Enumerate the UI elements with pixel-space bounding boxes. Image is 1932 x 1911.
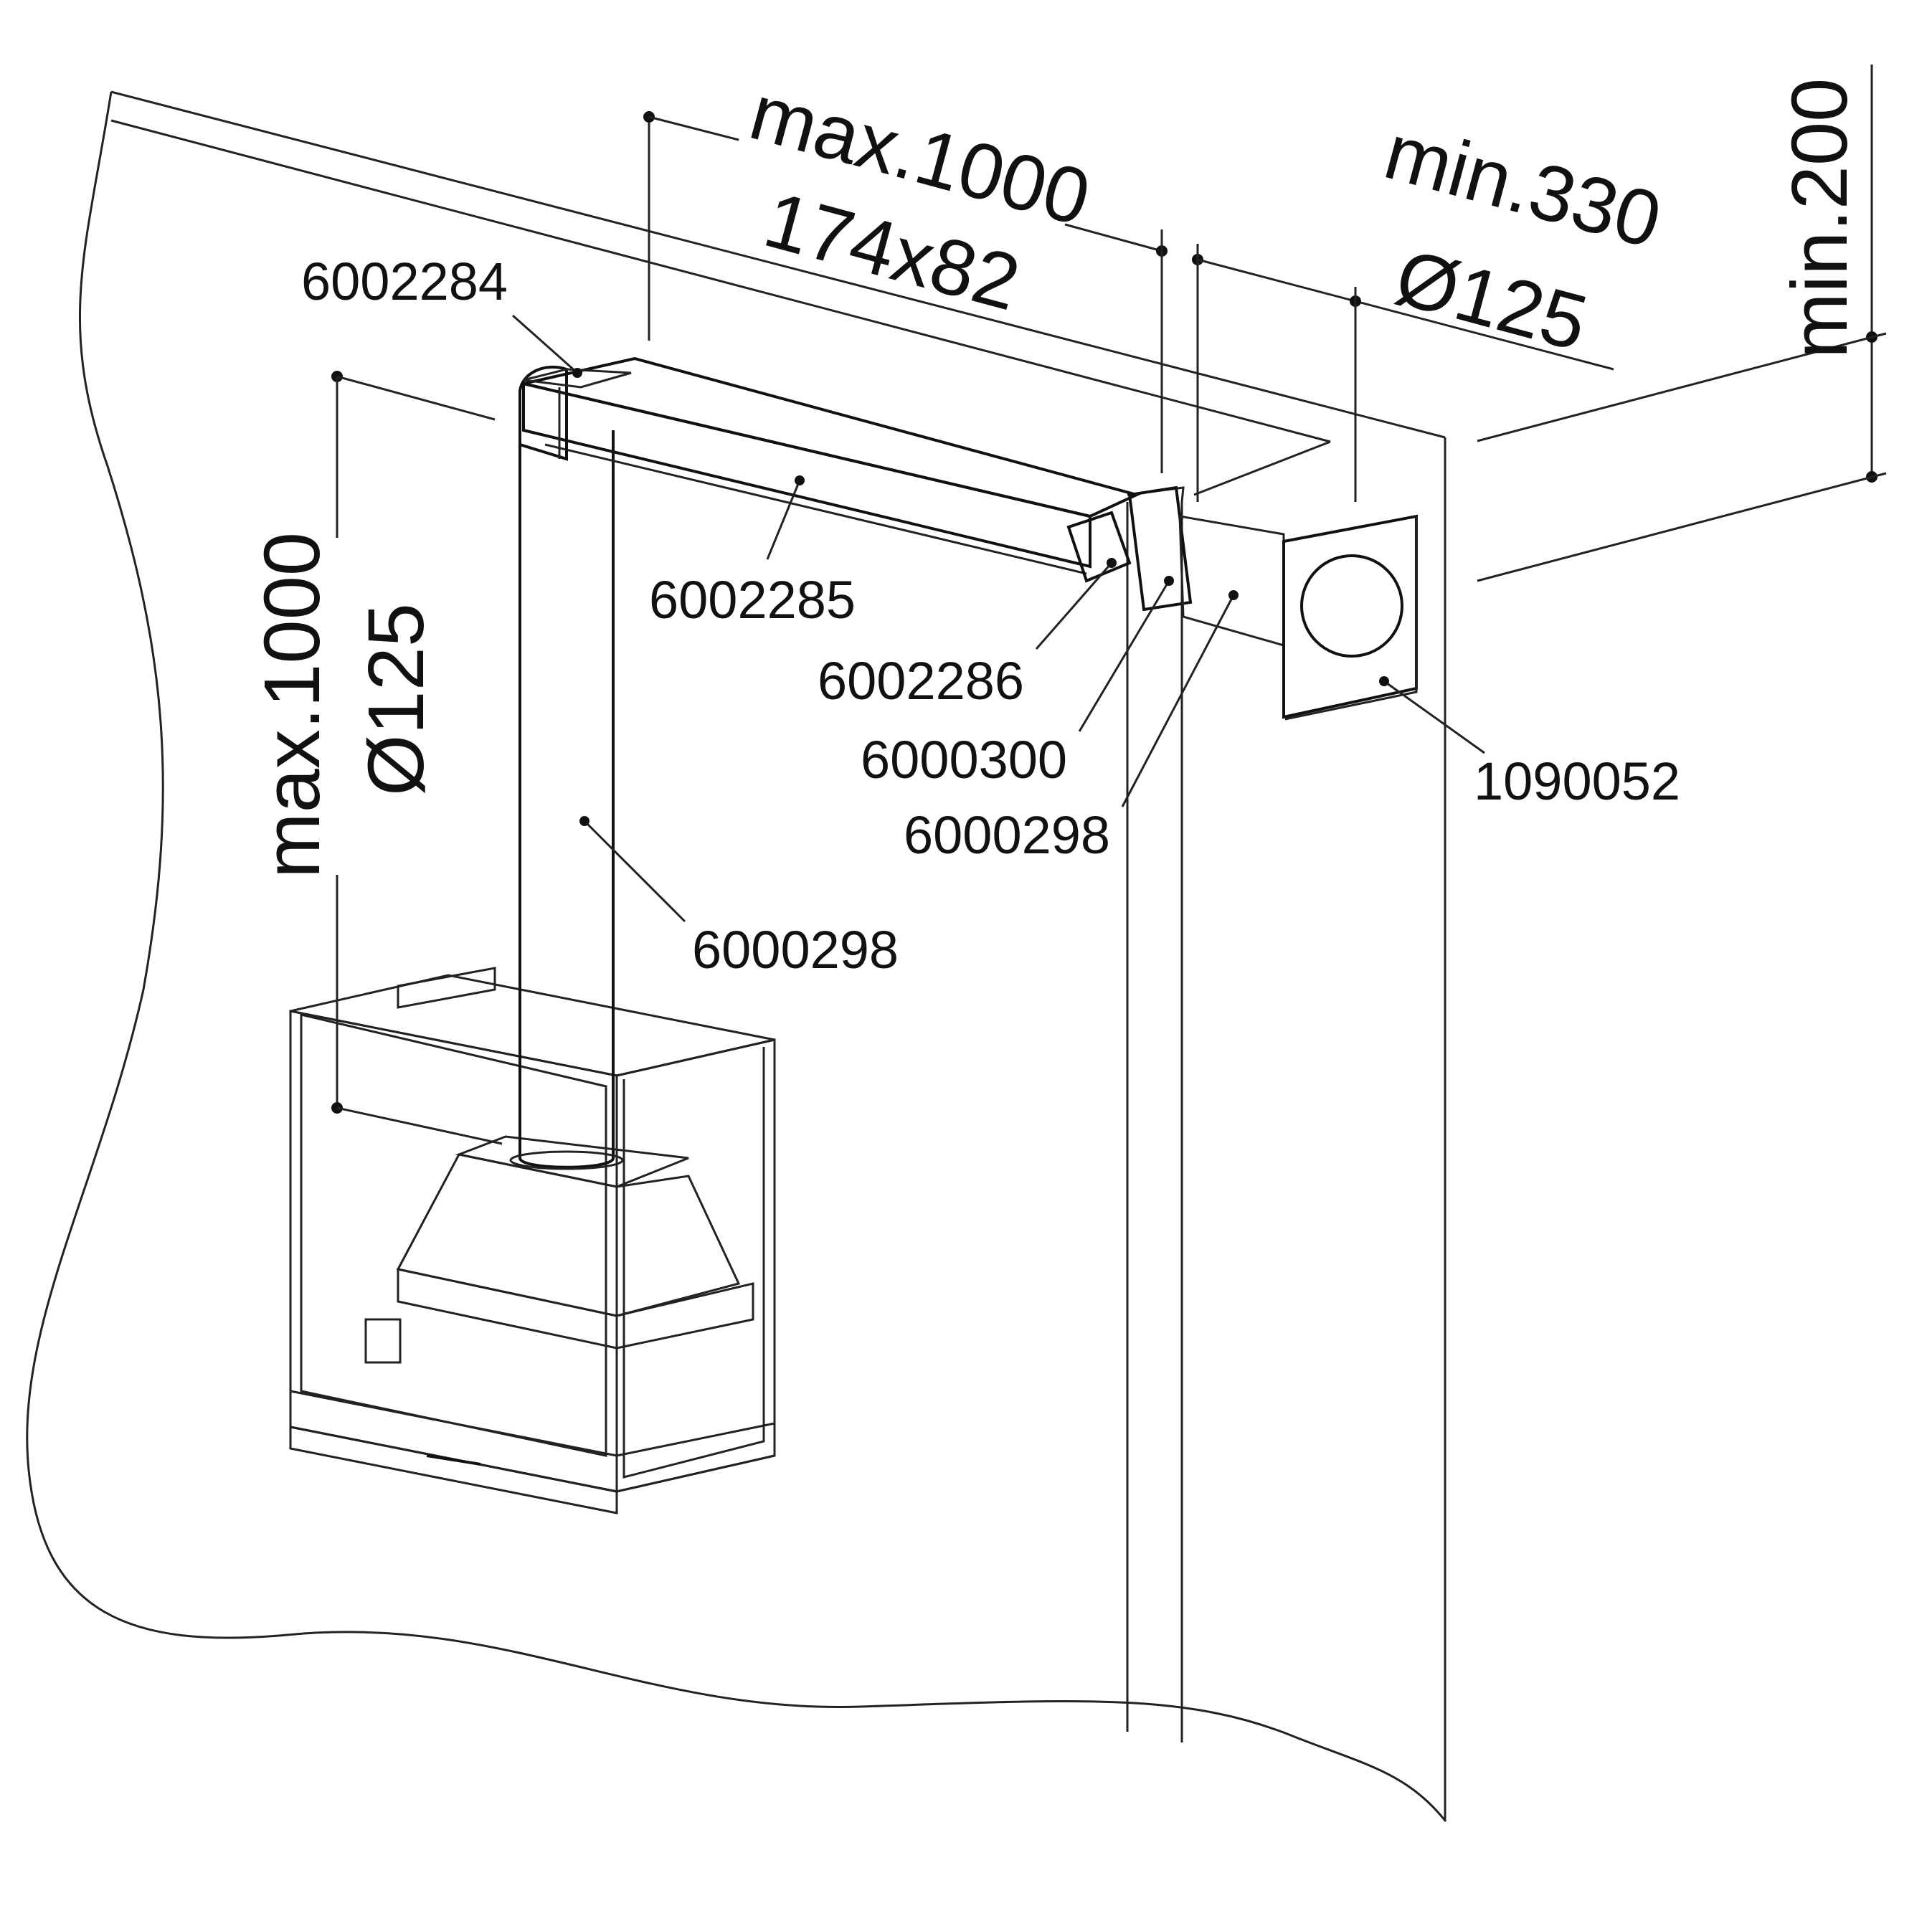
label-round-elbow: 6000300 bbox=[861, 730, 1067, 789]
label-wall-outlet: 1090052 bbox=[1474, 751, 1680, 811]
dim-top-clearance: min.200 bbox=[1776, 78, 1864, 359]
leader-lines bbox=[512, 314, 1485, 923]
cooker-hood bbox=[364, 1135, 754, 1364]
wall-outlet bbox=[1282, 514, 1418, 721]
ceiling-return-edge bbox=[1193, 440, 1331, 496]
label-vertical-pipe: 6000298 bbox=[692, 920, 899, 980]
flat-elbow bbox=[518, 365, 632, 461]
label-flat-duct: 6002285 bbox=[649, 570, 856, 630]
kitchen-cabinet bbox=[289, 967, 776, 1514]
dim-wall-diameter: Ø125 bbox=[1387, 232, 1596, 367]
wall-column bbox=[1126, 486, 1185, 1742]
part-labels: 6002284 6002285 6002286 6000300 6000298 … bbox=[301, 252, 1680, 980]
room-outline bbox=[26, 90, 1447, 1822]
flat-duct bbox=[522, 356, 1141, 575]
dim-vertical-length: max.1000 bbox=[248, 532, 336, 878]
wall-left-wavy-edge bbox=[26, 91, 1447, 1822]
ceiling-back-edge bbox=[110, 90, 1446, 439]
ceiling-front-edge bbox=[110, 119, 1331, 443]
dim-vertical-diameter: Ø125 bbox=[352, 603, 440, 796]
label-wall-pipe: 6000298 bbox=[904, 805, 1110, 865]
label-adapter: 6002286 bbox=[818, 651, 1024, 711]
dimension-lines bbox=[331, 65, 1887, 1145]
vertical-round-pipe bbox=[509, 412, 624, 1170]
label-elbow: 6002284 bbox=[301, 252, 508, 311]
